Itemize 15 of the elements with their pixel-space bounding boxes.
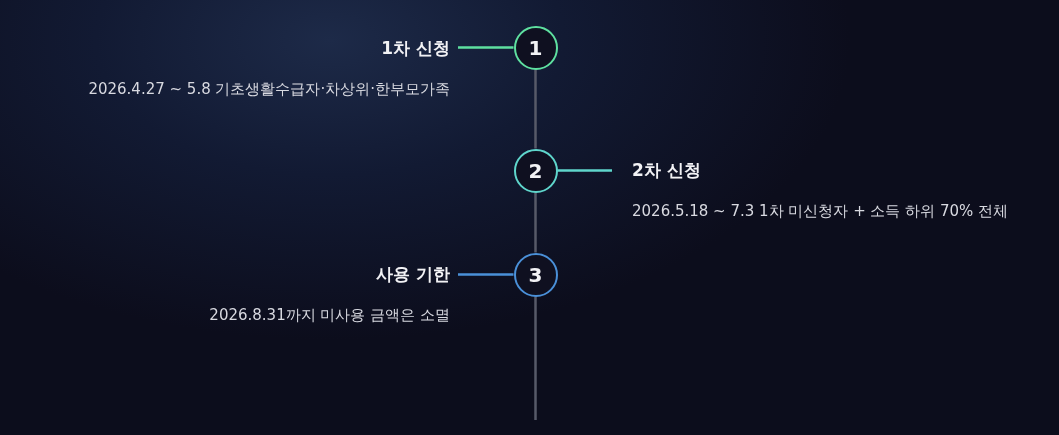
step-number-circle: 1 [513,25,558,70]
step-heading: 사용 기한 [376,263,450,286]
connector-line [458,273,514,276]
step-number-circle: 2 [513,148,558,193]
connector-line [557,169,612,172]
step-description: 2026.5.18 ~ 7.3 1차 미신청자 + 소득 하위 70% 전체 [632,201,1009,222]
step-heading: 1차 신청 [381,37,450,60]
timeline-line [534,296,537,420]
timeline-line [534,192,537,253]
step-description: 2026.8.31까지 미사용 금액은 소멸 [209,305,450,326]
connector-line [458,46,514,49]
step-heading: 2차 신청 [632,159,701,182]
timeline-line [534,69,537,149]
step-number-circle: 3 [513,252,558,297]
step-description: 2026.4.27 ~ 5.8 기초생활수급자·차상위·한부모가족 [88,79,450,100]
